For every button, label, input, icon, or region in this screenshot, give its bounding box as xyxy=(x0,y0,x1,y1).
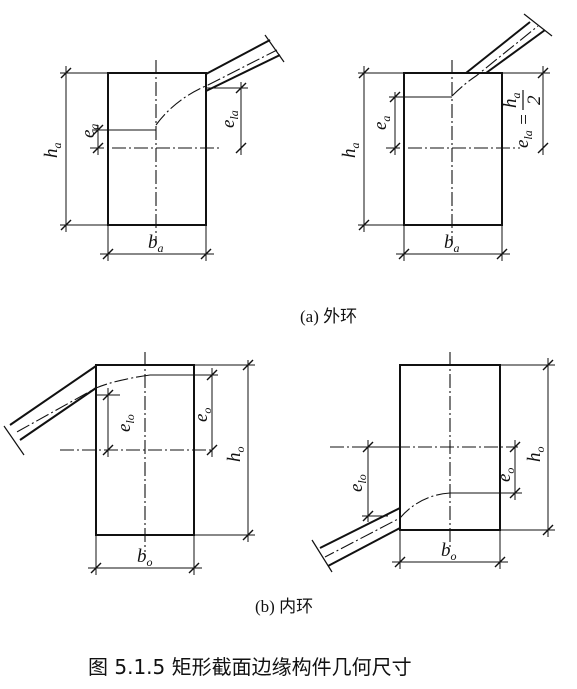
panel-a-left: ha ea ela ba xyxy=(41,34,285,261)
section-rectangle xyxy=(403,72,503,226)
dim-label-e: ea xyxy=(370,116,393,130)
dim-label-b: ba xyxy=(444,232,460,255)
dim-label-h: ha xyxy=(41,143,64,159)
panel-b-left: ho eo elo bo xyxy=(3,352,255,575)
dim-label-e: eo xyxy=(191,408,214,422)
dim-label-e: ea xyxy=(78,124,101,138)
flange-break-mark xyxy=(311,539,333,573)
dim-label-el: ela xyxy=(218,110,241,128)
flange-centerline xyxy=(451,25,539,97)
dim-label-b: bo xyxy=(441,540,457,563)
section-rectangle xyxy=(107,72,207,226)
flange-break-mark xyxy=(3,425,25,456)
svg-text:ha: ha xyxy=(500,93,523,109)
dim-label-el: elo xyxy=(114,414,137,432)
dim-label-b: ba xyxy=(148,232,164,255)
caption-b: (b) 内环 xyxy=(255,597,313,616)
dim-label-e: eo xyxy=(494,468,517,482)
flange-upper-edge xyxy=(319,507,401,549)
flange-lower-edge xyxy=(19,387,97,441)
dim-label-h: ho xyxy=(224,447,247,463)
svg-text:ela: ela xyxy=(512,130,535,148)
flange-upper-edge xyxy=(465,21,531,74)
flange-lower-edge xyxy=(327,527,401,567)
flange-break-mark xyxy=(523,13,553,37)
flange-centerline xyxy=(14,374,151,434)
flange-upper-edge xyxy=(9,365,97,426)
flange-centerline xyxy=(155,49,278,126)
panel-a-right: ha ea ela = ha 2 ba xyxy=(339,13,553,261)
flange-centerline xyxy=(324,492,451,558)
dim-label-el-equals-half-h: ela = ha 2 xyxy=(500,90,545,148)
dim-label-h: ha xyxy=(339,143,362,159)
flange-lower-edge xyxy=(205,54,281,92)
flange-lower-edge xyxy=(485,29,546,74)
flange-break-mark xyxy=(264,34,285,63)
svg-text:2: 2 xyxy=(524,95,545,105)
caption-a: (a) 外环 xyxy=(300,307,357,326)
svg-text:=: = xyxy=(514,113,535,126)
figure-title: 图 5.1.5 矩形截面边缘构件几何尺寸 xyxy=(88,655,412,679)
dim-label-el: elo xyxy=(346,474,369,492)
flange-upper-edge xyxy=(205,39,271,75)
dim-label-b: bo xyxy=(137,546,153,569)
dim-label-h: ho xyxy=(524,447,547,463)
panel-b-right: ho eo elo bo xyxy=(311,352,555,573)
